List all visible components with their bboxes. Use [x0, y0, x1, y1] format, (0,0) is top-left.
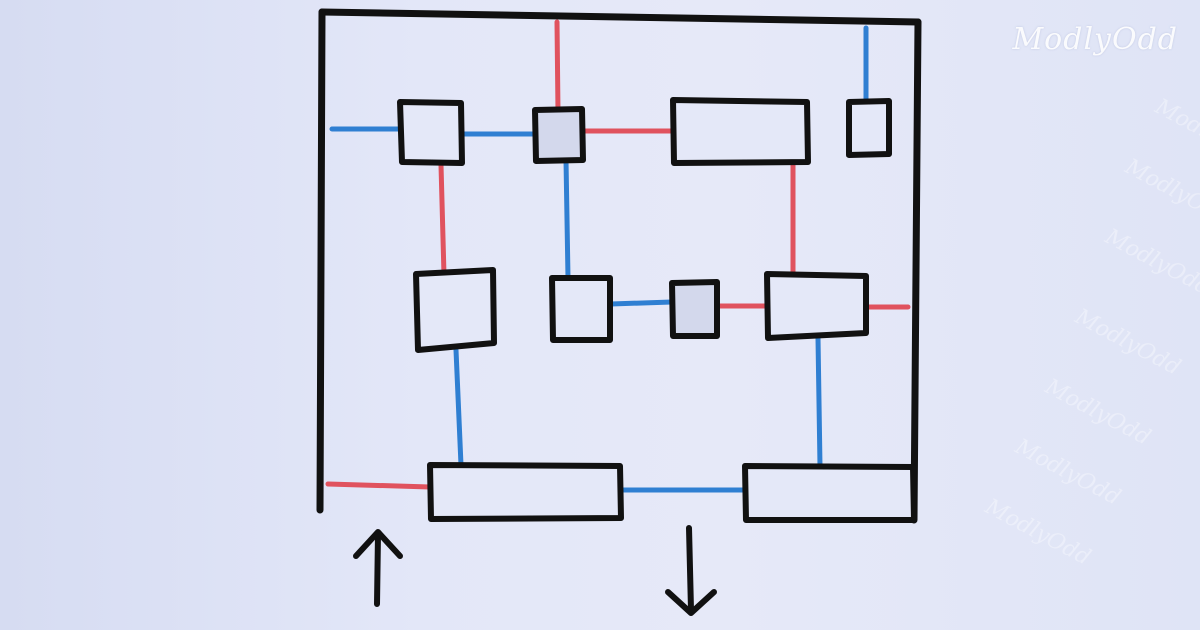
- brand-watermark: ModlyOdd: [1012, 22, 1178, 57]
- red-line-top-stub: [554, 19, 561, 115]
- box-middle-center: [549, 275, 613, 343]
- wall-top: [318, 8, 922, 26]
- arrow-down-icon: [665, 525, 717, 616]
- blue-line-center-horizontal: [608, 299, 675, 307]
- blue-line-center-vertical: [563, 157, 571, 281]
- red-line-bottom-left: [325, 481, 433, 490]
- box-top-left: [397, 99, 465, 166]
- box-top-wide: [670, 97, 811, 166]
- box-middle-right: [764, 271, 869, 341]
- wall-left: [316, 8, 326, 514]
- blue-line-left-lower: [453, 347, 464, 468]
- box-bottom-left-wide: [427, 462, 624, 522]
- boxes: [397, 97, 917, 523]
- box-middle-center-small: [669, 279, 720, 339]
- connector-lines: [325, 19, 911, 493]
- box-top-right-small: [846, 98, 892, 158]
- box-bottom-right-wide: [742, 463, 917, 523]
- outer-walls: [316, 8, 922, 524]
- box-middle-left: [413, 267, 497, 353]
- blue-line-right-lower: [815, 335, 823, 469]
- wall-right: [910, 18, 922, 524]
- red-line-left-vertical: [438, 162, 447, 278]
- arrow-up-icon: [353, 529, 403, 607]
- box-top-center-small: [532, 106, 586, 164]
